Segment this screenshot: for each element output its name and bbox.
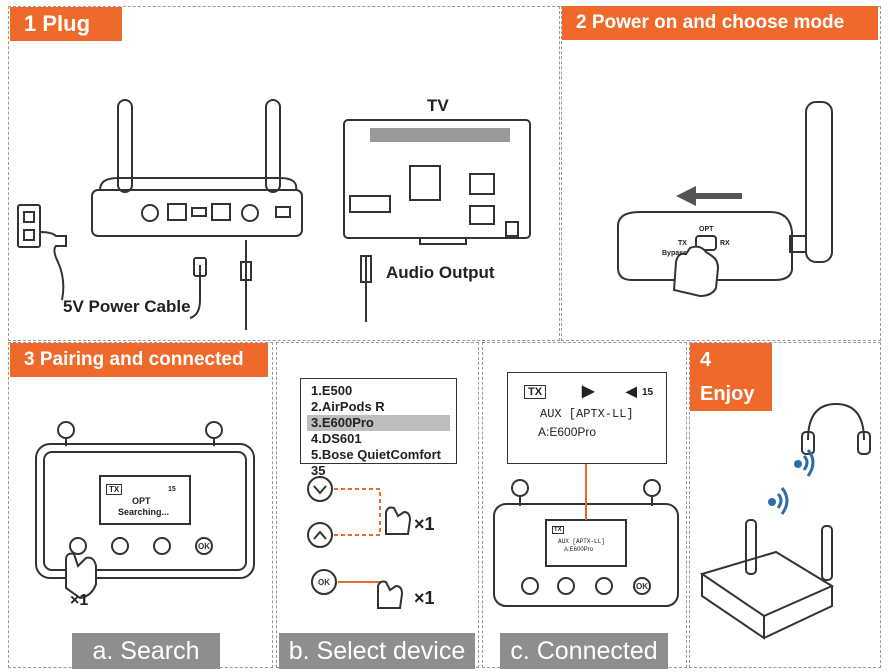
nav-press-hand bbox=[385, 506, 412, 535]
transmitter-device bbox=[91, 99, 303, 237]
power-cord bbox=[39, 231, 67, 301]
power-cable-label: 5V Power Cable bbox=[63, 297, 191, 316]
search-press-hand bbox=[65, 552, 97, 600]
small-connected-tx: TX bbox=[552, 526, 564, 534]
headphone-right-cup bbox=[857, 431, 871, 455]
caption-connected: c. Connected bbox=[500, 633, 668, 669]
search-tx-badge: TX bbox=[106, 484, 123, 495]
search-status-text: Searching... bbox=[118, 507, 170, 517]
device-list-item[interactable]: 5.Bose QuietComfort 35 bbox=[311, 447, 442, 478]
device-list-item[interactable]: 2.AirPods R bbox=[311, 399, 385, 414]
device-list-item-selected[interactable]: 3.E600Pro bbox=[307, 415, 450, 431]
ok-button-glyph-c: OK bbox=[636, 582, 648, 591]
transmitter-side-view bbox=[617, 101, 833, 281]
connected-line1: AUX [APTX-LL] bbox=[540, 407, 634, 421]
panel-plug bbox=[8, 6, 560, 341]
ok-round-button bbox=[311, 569, 337, 595]
up-button bbox=[307, 522, 333, 548]
ok-times-label: ×1 bbox=[414, 588, 435, 608]
step-pairing-tag: 3 Pairing and connected bbox=[10, 343, 268, 377]
headphone-band bbox=[807, 402, 865, 441]
bluetooth-wave-icon bbox=[768, 449, 815, 515]
down-button bbox=[307, 476, 333, 502]
connected-screen-zoom: TX ▶ ◀ 15 AUX [APTX-LL] A:E600Pro bbox=[507, 372, 667, 464]
panel-pairing bbox=[8, 342, 273, 668]
connected-volume: 15 bbox=[642, 387, 654, 398]
step-enjoy-tag: 4 Enjoy bbox=[690, 343, 772, 411]
small-connected-line1: AUX [APTX-LL] bbox=[558, 538, 605, 545]
ok-round-glyph: OK bbox=[318, 578, 330, 587]
mode-tx-label: TX bbox=[678, 240, 687, 247]
ok-press-hand bbox=[377, 580, 404, 609]
panel-power-on bbox=[561, 6, 881, 341]
device-list-item[interactable]: 1.E500 bbox=[311, 383, 353, 398]
wall-outlet bbox=[17, 204, 41, 248]
audio-output-label: Audio Output bbox=[386, 263, 495, 282]
tv-drawing bbox=[343, 119, 531, 245]
step-plug-tag: 1 Plug bbox=[10, 7, 122, 41]
tv-label: TV bbox=[427, 96, 449, 115]
hand-icon bbox=[672, 245, 720, 298]
search-device bbox=[35, 421, 255, 579]
connected-tx-badge: TX bbox=[524, 385, 547, 399]
volume-icon: ◀ bbox=[626, 383, 637, 399]
ok-button-glyph: OK bbox=[198, 542, 210, 551]
search-times-label: ×1 bbox=[70, 592, 89, 609]
device-list-item[interactable]: 4.DS601 bbox=[311, 431, 362, 446]
mode-opt-label: OPT bbox=[699, 226, 714, 233]
caption-search: a. Search bbox=[72, 633, 220, 669]
caption-select-device: b. Select device bbox=[279, 633, 475, 669]
play-icon: ▶ bbox=[582, 383, 595, 400]
small-connected-line2: A:E600Pro bbox=[564, 547, 594, 553]
device-list: 1.E500 2.AirPods R 3.E600Pro 4.DS601 5.B… bbox=[300, 378, 457, 478]
search-volume: 15 bbox=[168, 486, 176, 493]
mode-bypass-label: Bypass bbox=[662, 250, 687, 257]
mode-rx-label: RX bbox=[720, 240, 730, 247]
search-mode-text: OPT bbox=[132, 496, 151, 506]
transmitter-3d bbox=[699, 519, 835, 640]
nav-times-label: ×1 bbox=[414, 514, 435, 534]
usb-cable bbox=[189, 265, 201, 319]
step-power-tag: 2 Power on and choose mode bbox=[562, 6, 878, 40]
connected-line2: A:E600Pro bbox=[538, 425, 597, 439]
headphone-left-cup bbox=[801, 431, 815, 455]
